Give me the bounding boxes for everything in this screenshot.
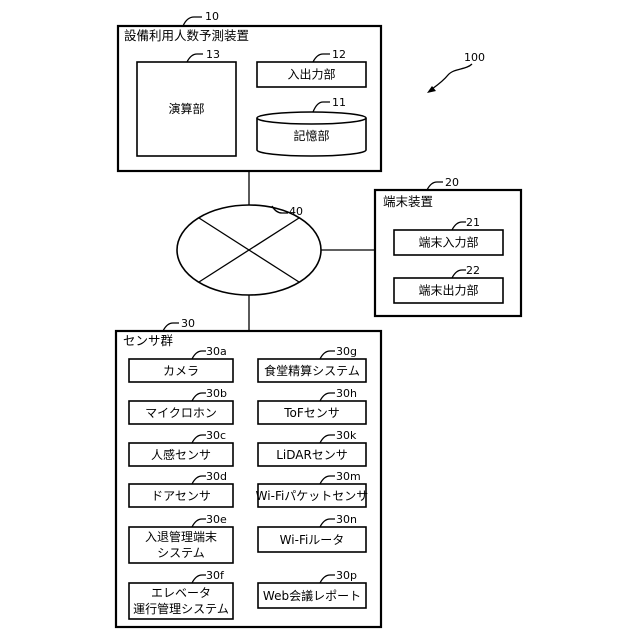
sensor-label: ToFセンサ: [283, 406, 340, 420]
terminal-input-ref: 21: [466, 216, 480, 229]
sensor-ref: 30a: [206, 345, 227, 358]
terminal-output-label: 端末出力部: [418, 283, 478, 298]
sensor-label-line1: 入退管理端末: [145, 529, 217, 544]
sensor-group-ref: 30: [181, 317, 195, 330]
sensor-ref: 30e: [206, 513, 227, 526]
sensor-group-title: センサ群: [123, 333, 174, 348]
sensor-label: 食堂精算システム: [264, 363, 360, 378]
sensor-group-leader: [163, 323, 179, 331]
sensor-ref: 30d: [206, 470, 227, 483]
sensor-label: カメラ: [163, 364, 199, 378]
sensor-label: マイクロホン: [145, 406, 217, 420]
sensor-label: ドアセンサ: [151, 489, 211, 503]
sensor-ref: 30b: [206, 387, 227, 400]
storage-ref: 11: [332, 96, 346, 109]
network-ref: 40: [289, 205, 303, 218]
compute-unit: 演算部 13: [137, 48, 236, 156]
device-box: 設備利用人数予測装置 10 演算部 13 入出力部 12 記憶部 11: [118, 10, 381, 171]
storage-label: 記憶部: [293, 128, 329, 143]
sensor-label: 人感センサ: [151, 447, 211, 462]
sensor-label-line2: 運行管理システム: [133, 601, 229, 616]
device-leader: [183, 17, 202, 26]
sensor-ref: 30p: [336, 569, 357, 582]
terminal-leader: [427, 182, 443, 190]
sensor-label-line1: エレベータ: [151, 586, 211, 600]
sensor-label: Web会議レポート: [263, 589, 361, 603]
sensor-ref: 30h: [336, 387, 357, 400]
sensor-label: Wi-Fiルータ: [280, 533, 345, 547]
sensor-ref: 30c: [206, 429, 226, 442]
sensor-label: Wi-Fiパケットセンサ: [256, 489, 369, 503]
compute-label: 演算部: [168, 101, 204, 116]
sensor-ref: 30n: [336, 513, 357, 526]
sensor-group-box: センサ群 30 カメラ 30a マイクロホン 30b 人感センサ 30c ドアセ…: [116, 317, 381, 627]
sensor-ref: 30m: [336, 470, 361, 483]
sensor-ref: 30k: [336, 429, 357, 442]
io-label: 入出力部: [287, 67, 335, 82]
terminal-box: 端末装置 20 端末入力部 21 端末出力部 22: [375, 176, 521, 316]
terminal-title: 端末装置: [383, 194, 433, 209]
terminal-ref: 20: [445, 176, 459, 189]
figure-ref-label: 100: [464, 51, 485, 64]
device-ref: 10: [205, 10, 219, 23]
sensor-ref: 30g: [336, 345, 357, 358]
terminal-input-label: 端末入力部: [418, 235, 478, 250]
compute-ref: 13: [206, 48, 220, 61]
sensor-ref: 30f: [206, 569, 225, 582]
figure-ref-arrow: [432, 64, 472, 89]
network-node: 40: [177, 205, 321, 295]
sensor-label: LiDARセンサ: [276, 448, 348, 462]
device-title: 設備利用人数予測装置: [124, 28, 249, 43]
io-ref: 12: [332, 48, 346, 61]
sensor-label-line2: システム: [157, 546, 205, 560]
terminal-output-ref: 22: [466, 264, 480, 277]
